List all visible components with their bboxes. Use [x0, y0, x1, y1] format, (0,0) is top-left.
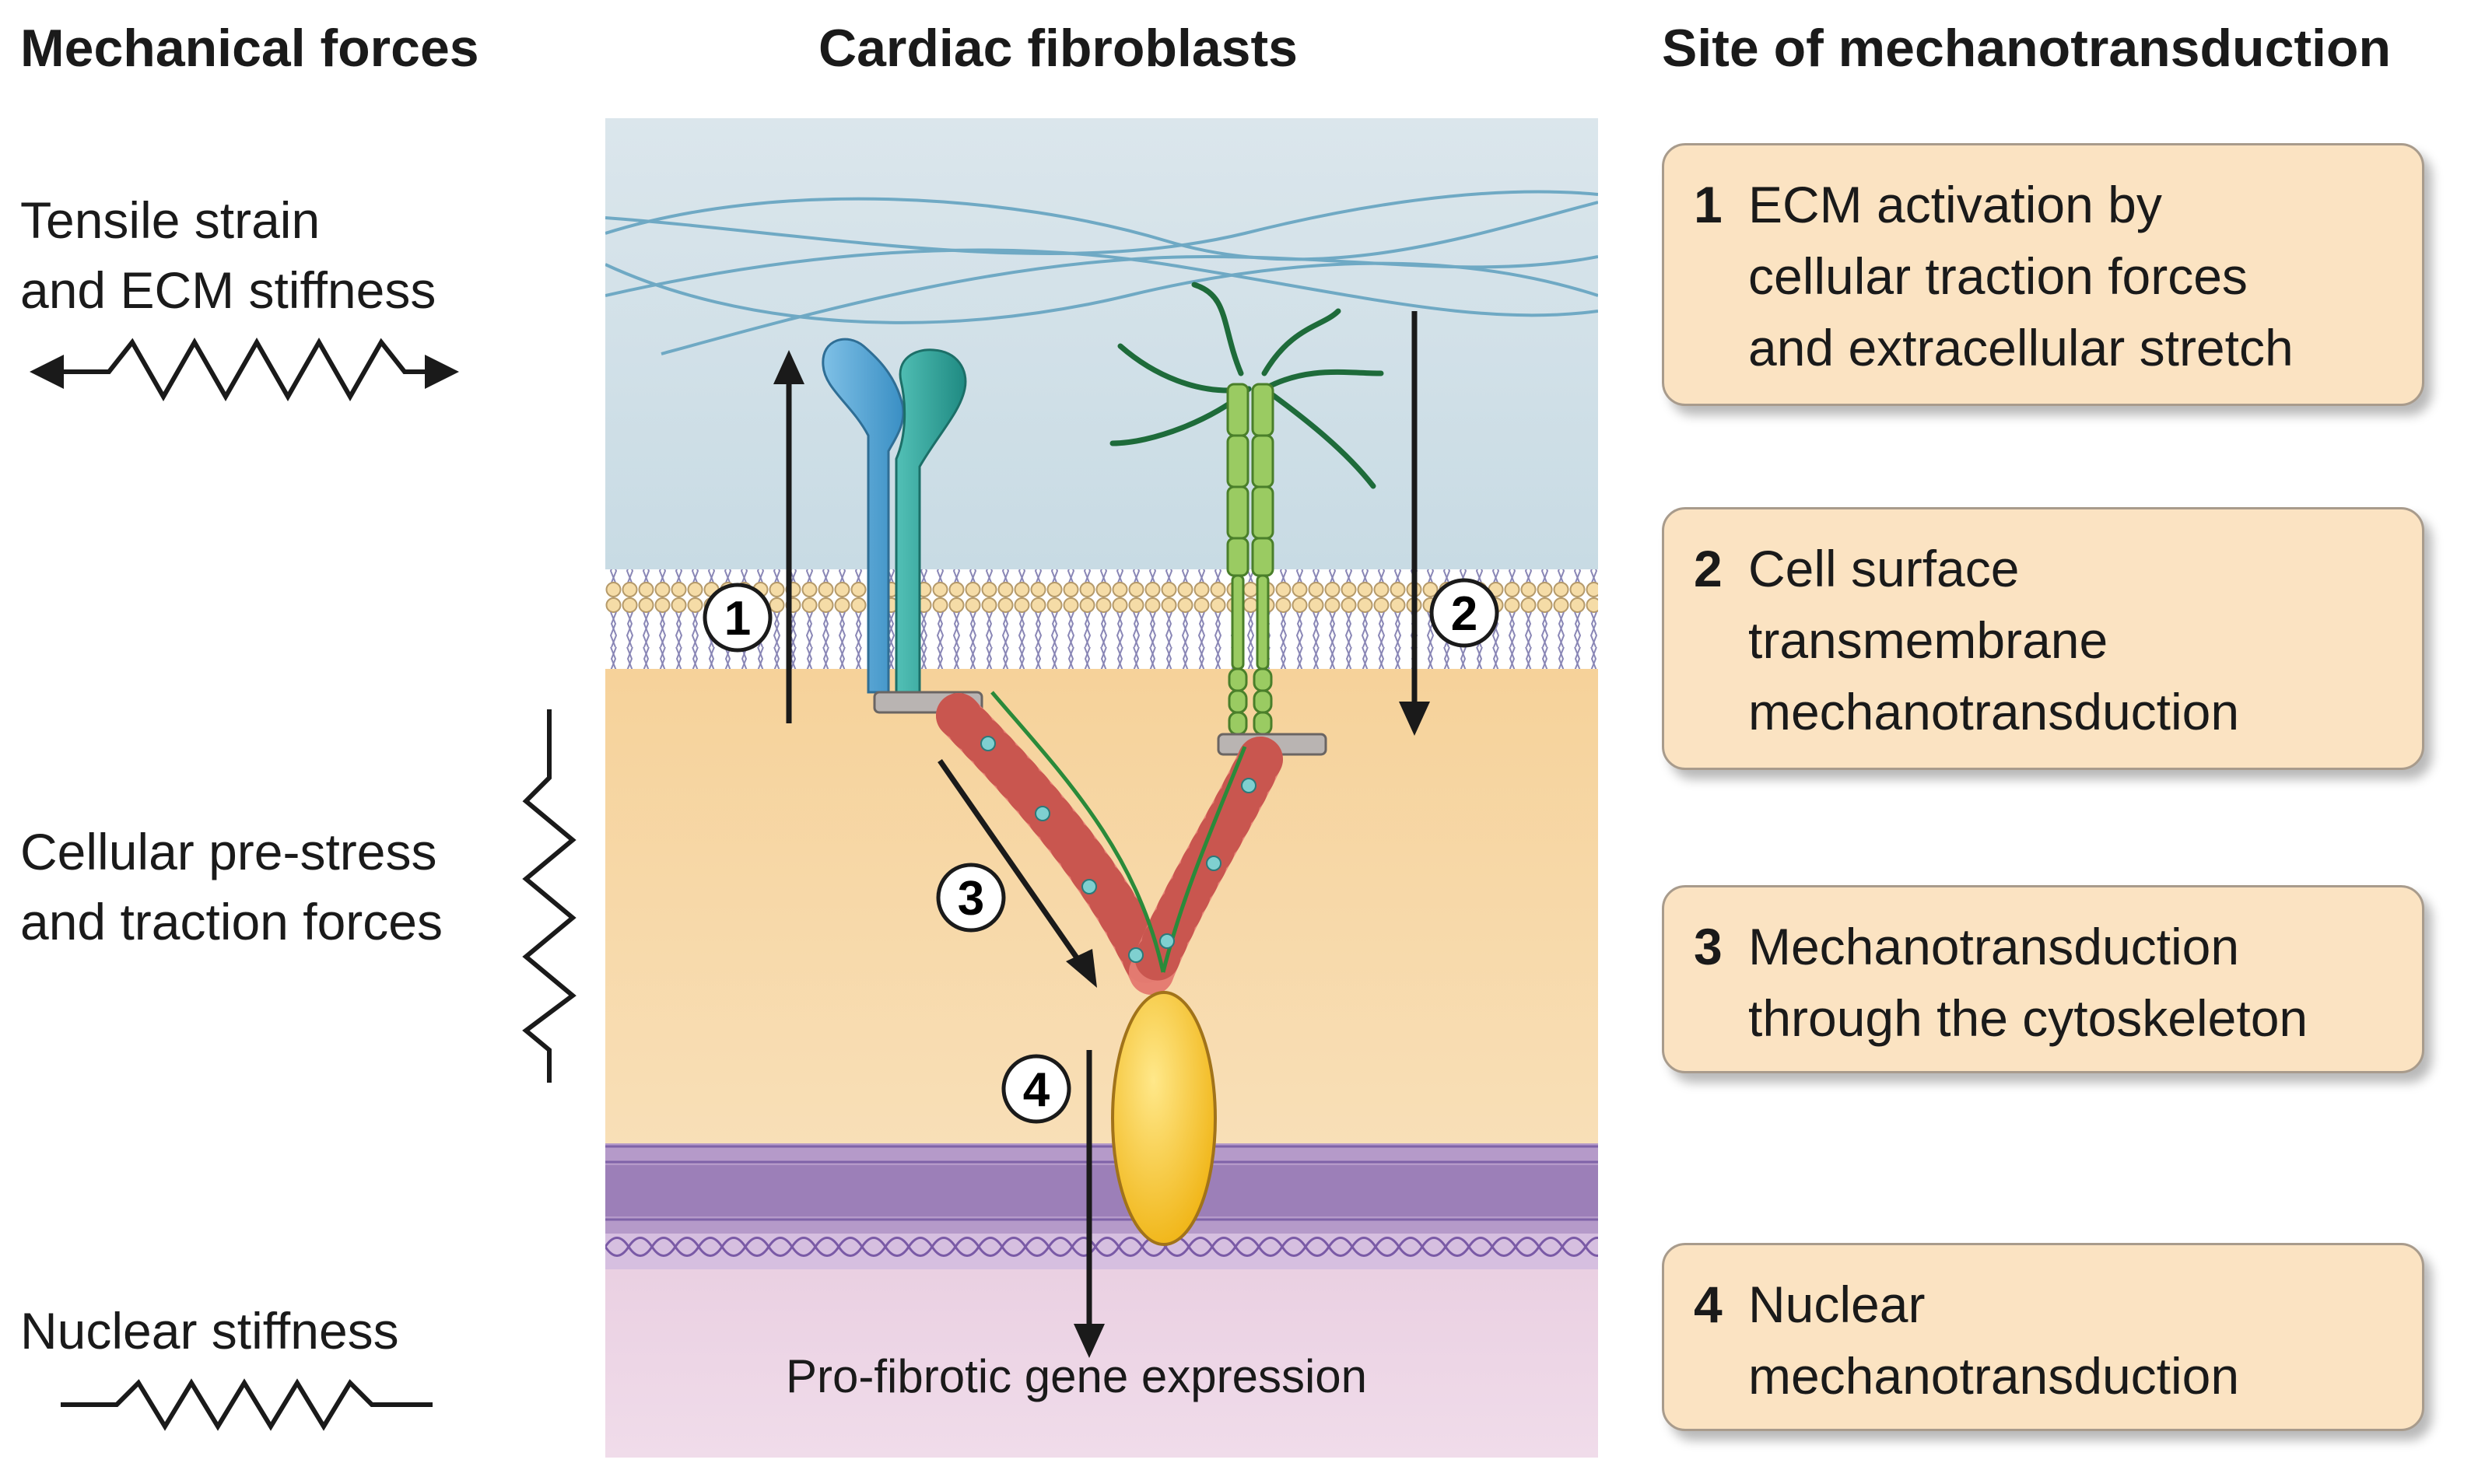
linc-complex: [1111, 991, 1217, 1246]
step-number-3: 3: [958, 872, 984, 926]
site-3-line-2: through the cytoskeleton: [1748, 989, 2308, 1047]
site-number-3: 3: [1694, 918, 1723, 975]
site-1-line-2: cellular traction forces: [1748, 247, 2248, 305]
site-2-line-1: Cell surface: [1748, 540, 2020, 597]
ecm-fibers: [605, 190, 1598, 355]
site-text-2: Cell surface transmembrane mechanotransd…: [1748, 533, 2239, 744]
site-box-2: 2 Cell surface transmembrane mechanotran…: [1662, 507, 2424, 770]
nuclear-membrane: [605, 1165, 1598, 1216]
step-marker-1: 1: [703, 583, 773, 653]
arrow-step-3: [938, 759, 1084, 966]
nucleoplasm-region: [605, 1269, 1598, 1458]
step-marker-4: 4: [1001, 1054, 1071, 1124]
force-cellular-line-2: and traction forces: [20, 893, 443, 950]
header-mechanical-forces: Mechanical forces: [20, 19, 479, 78]
site-number-2: 2: [1694, 540, 1723, 597]
force-arrows: [786, 311, 1418, 1339]
tensile-force-symbol: [47, 337, 436, 402]
receptor-segments: [1226, 383, 1274, 736]
cross-linker-proteins: [980, 736, 1257, 963]
site-2-line-2: transmembrane: [1748, 611, 2108, 669]
tensile-arrow-left: [30, 355, 64, 389]
cellular-force-symbol: [522, 709, 577, 1083]
nuclear-force-symbol: [61, 1378, 433, 1431]
site-number-1: 1: [1694, 176, 1723, 233]
site-1-line-1: ECM activation by: [1748, 176, 2162, 233]
tensile-arrow-right: [425, 355, 459, 389]
step-number-1: 1: [724, 592, 751, 646]
site-1-line-3: and extracellular stretch: [1748, 319, 2294, 376]
header-site-of-mechanotransduction: Site of mechanotransduction: [1662, 19, 2391, 78]
site-box-1: 1 ECM activation by cellular traction fo…: [1662, 143, 2424, 406]
actin-cytoskeleton: [936, 691, 1283, 995]
site-number-4: 4: [1694, 1276, 1723, 1333]
force-tensile-line-2: and ECM stiffness: [20, 261, 436, 319]
site-text-4: Nuclear mechanotransduction: [1748, 1269, 2239, 1405]
step-number-2: 2: [1451, 587, 1477, 641]
force-cellular-line-1: Cellular pre-stress: [20, 823, 437, 880]
site-box-3: 3 Mechanotransduction through the cytosk…: [1662, 885, 2424, 1073]
step-marker-3: 3: [936, 863, 1006, 933]
gene-expression-label: Pro-fibrotic gene expression: [786, 1350, 1368, 1402]
site-4-line-2: mechanotransduction: [1748, 1347, 2240, 1405]
site-2-line-3: mechanotransduction: [1748, 683, 2240, 740]
force-nuclear-line-1: Nuclear stiffness: [20, 1302, 399, 1360]
force-label-tensile: Tensile strain and ECM stiffness: [20, 185, 436, 325]
force-tensile-line-1: Tensile strain: [20, 191, 321, 249]
site-text-3: Mechanotransduction through the cytoskel…: [1748, 911, 2308, 1048]
force-label-cellular: Cellular pre-stress and traction forces: [20, 817, 443, 957]
step-number-4: 4: [1023, 1063, 1050, 1117]
ecm-region: [605, 118, 1598, 569]
header-cardiac-fibroblasts: Cardiac fibroblasts: [818, 19, 1298, 78]
site-text-1: ECM activation by cellular traction forc…: [1748, 169, 2294, 380]
site-3-line-1: Mechanotransduction: [1748, 918, 2240, 975]
step-marker-2: 2: [1429, 578, 1499, 648]
site-box-4: 4 Nuclear mechanotransduction: [1662, 1243, 2424, 1431]
force-label-nuclear: Nuclear stiffness: [20, 1296, 399, 1366]
site-4-line-1: Nuclear: [1748, 1276, 1926, 1333]
integrin-receptor: [822, 338, 983, 714]
